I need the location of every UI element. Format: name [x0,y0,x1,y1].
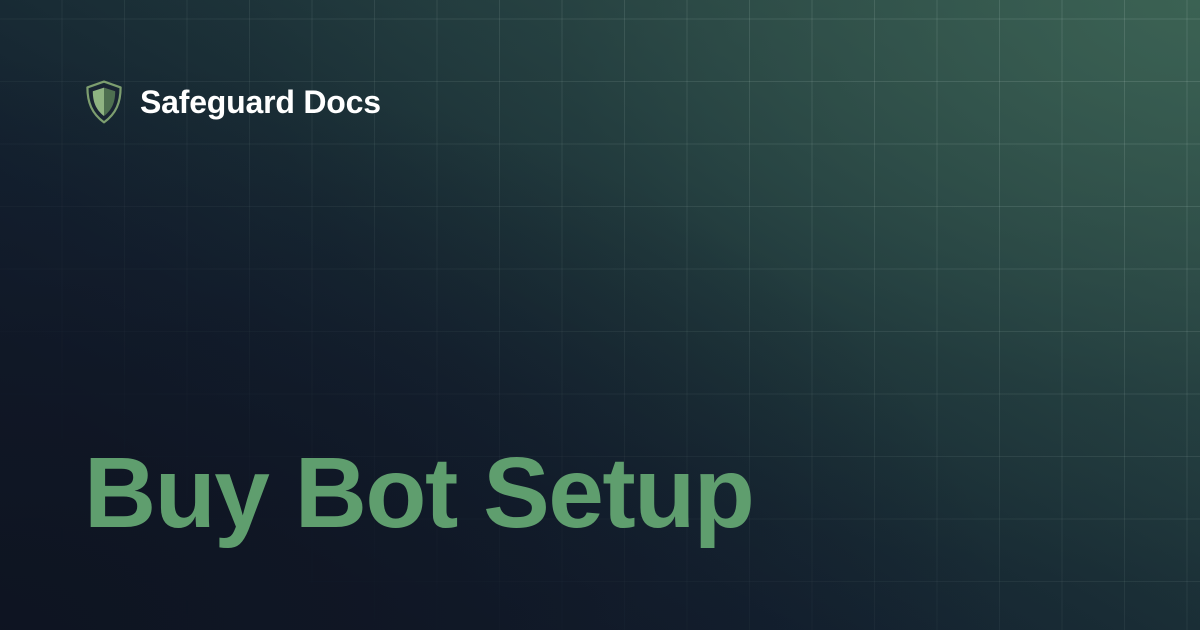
shield-icon [86,80,122,124]
brand-name-label: Safeguard Docs [140,84,381,120]
page-title: Buy Bot Setup [84,437,755,549]
brand-lockup: Safeguard Docs [84,78,381,126]
